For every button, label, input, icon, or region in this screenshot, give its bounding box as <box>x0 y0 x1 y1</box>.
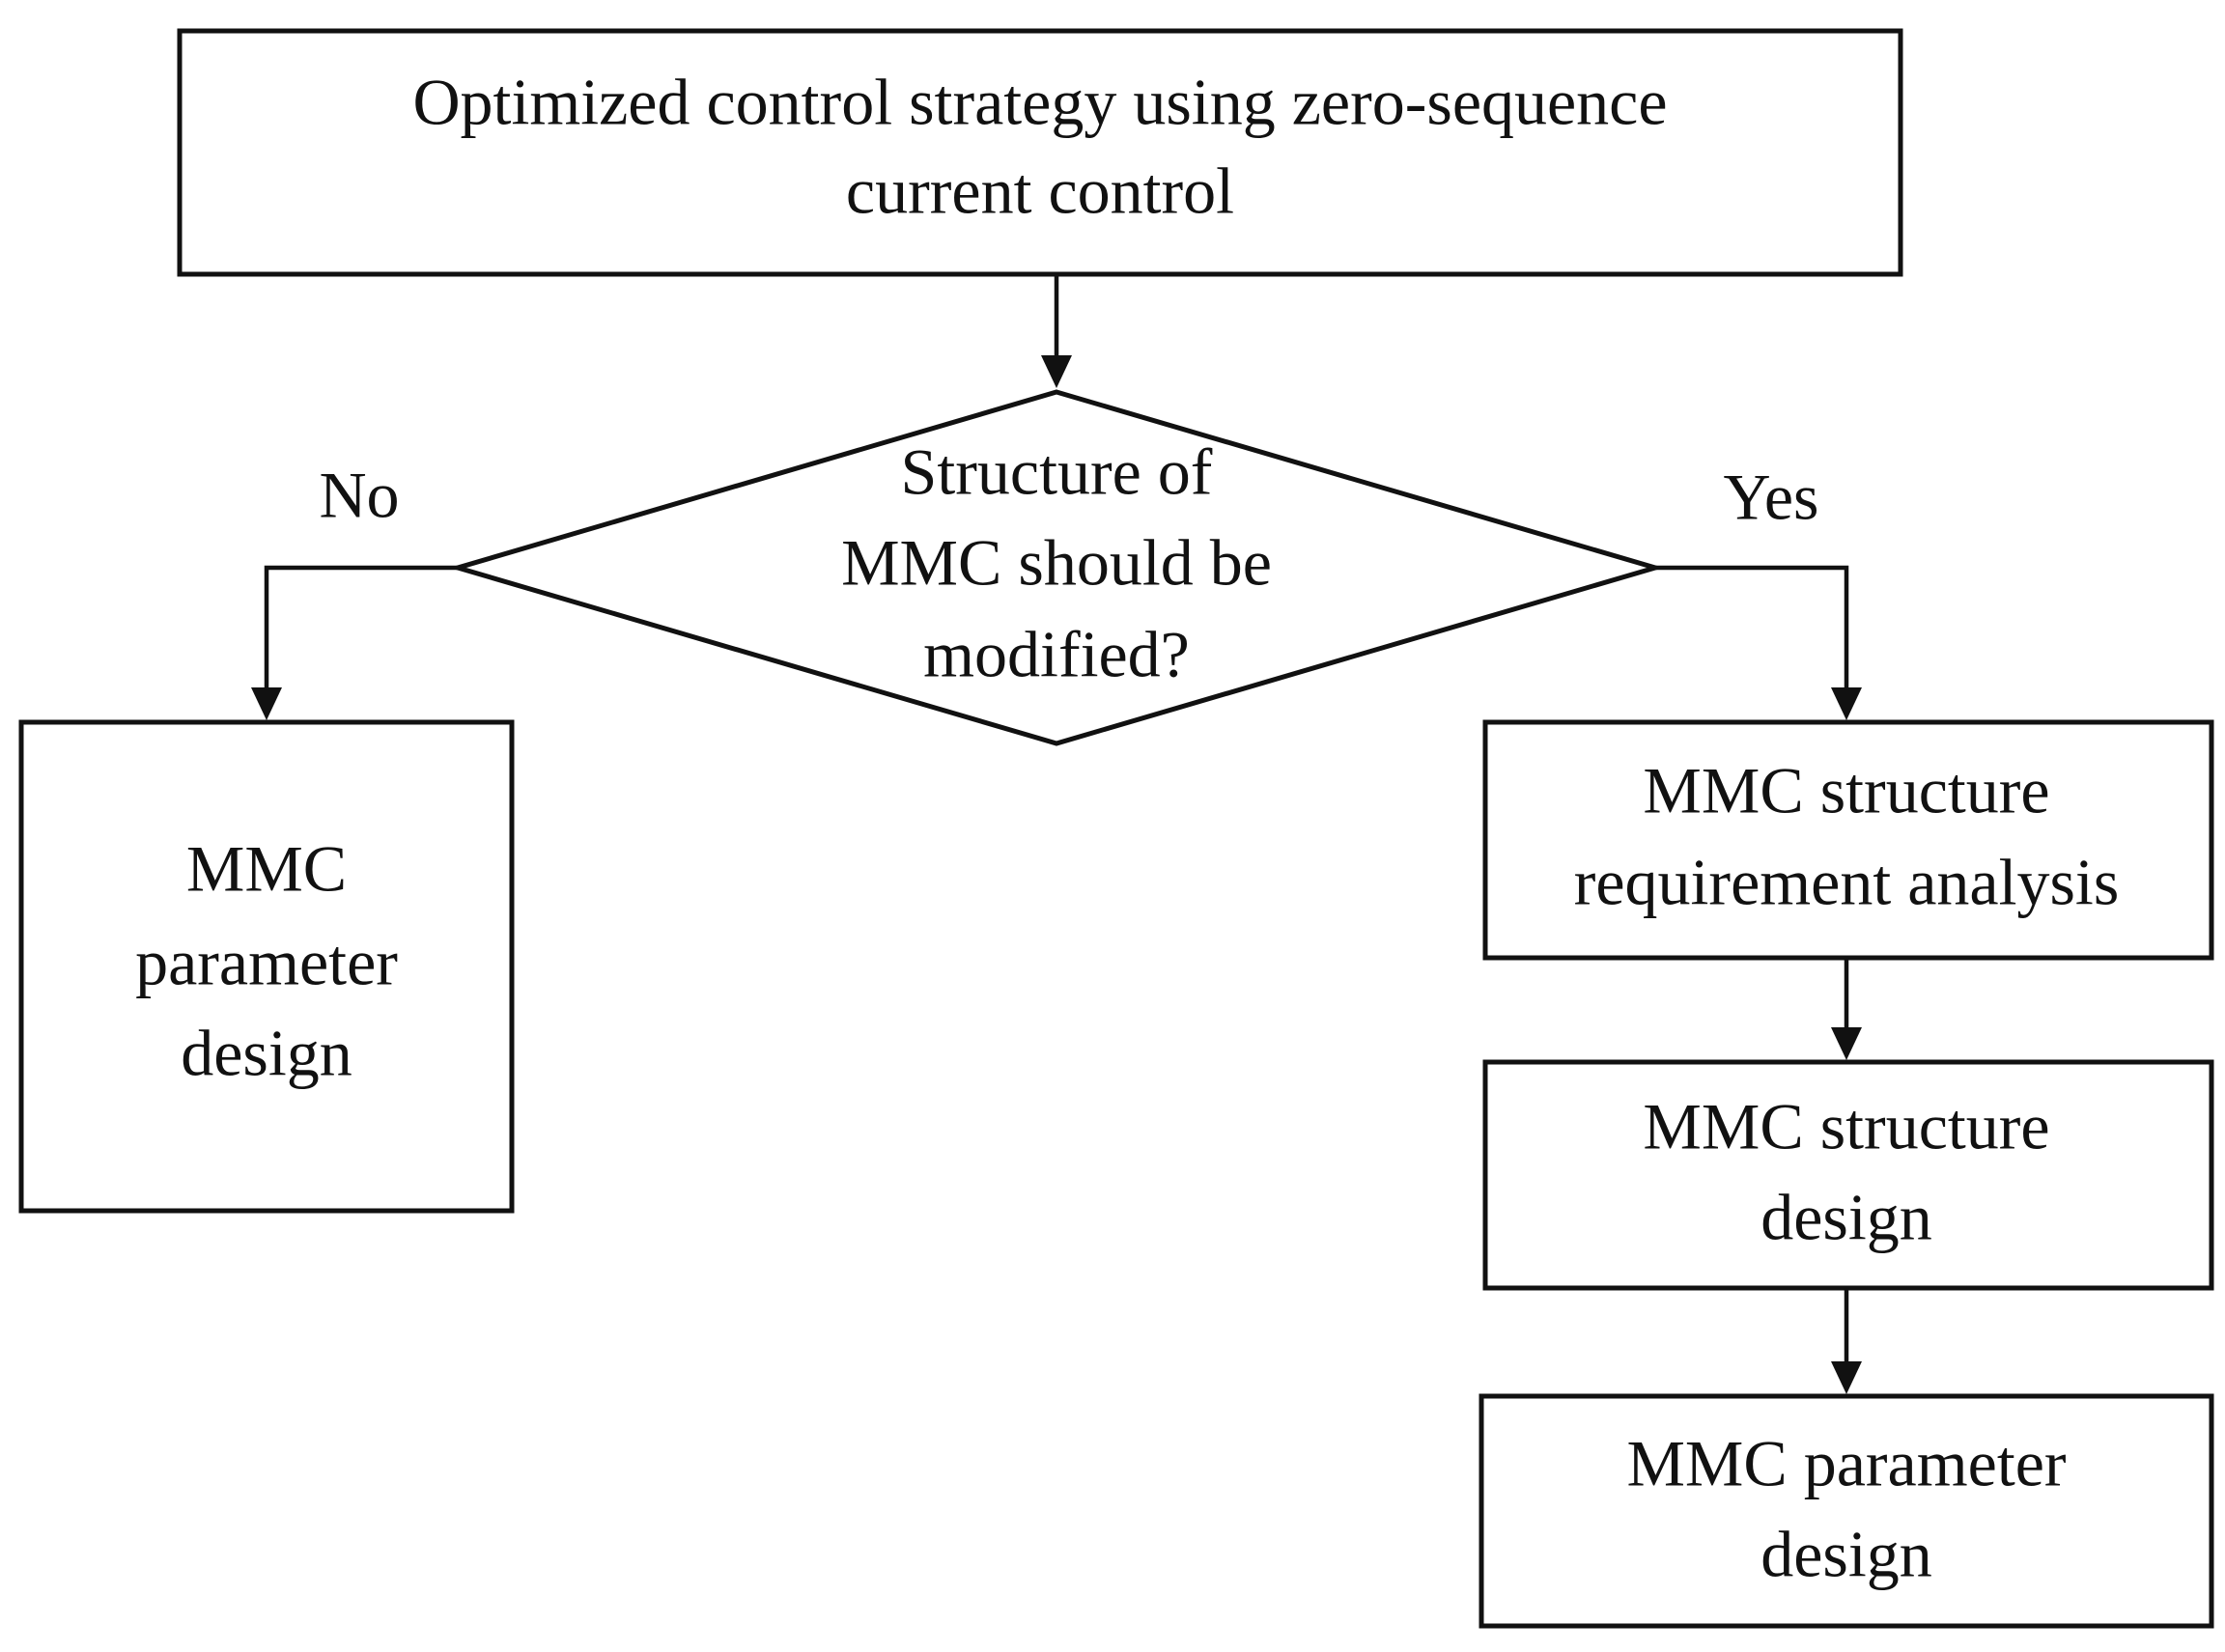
left-parameter-design-box <box>18 719 515 1214</box>
decision-text-line-1: Structure of <box>901 435 1213 509</box>
arrowhead-start-to-decision <box>1041 355 1072 388</box>
start-box <box>177 28 1903 277</box>
left-design-text-line-2: parameter <box>135 926 398 999</box>
arrowhead-analysis-to-structure <box>1831 1027 1862 1060</box>
decision-text-line-3: modified? <box>923 618 1190 691</box>
start-text-line-1: Optimized control strategy using zero-se… <box>412 66 1667 139</box>
no-label: No <box>319 459 399 532</box>
arrowhead-structure-to-parameter <box>1831 1361 1862 1394</box>
param-design-text-line-2: design <box>1760 1518 1932 1591</box>
decision-text-line-2: MMC should be <box>841 526 1272 600</box>
requirement-analysis-box <box>1482 719 2214 961</box>
req-analysis-text-line-2: requirement analysis <box>1574 846 2120 919</box>
arrowhead-yes-branch <box>1831 687 1862 720</box>
param-design-text-line-1: MMC parameter <box>1626 1427 2066 1500</box>
arrow-yes-branch <box>1655 565 1849 714</box>
left-design-text-line-1: MMC <box>186 832 347 906</box>
start-text-line-2: current control <box>846 154 1234 228</box>
yes-label: Yes <box>1724 461 1819 534</box>
req-analysis-text-line-1: MMC structure <box>1643 754 2049 827</box>
arrowhead-no-branch <box>251 687 282 720</box>
arrow-no-branch <box>264 565 458 714</box>
struct-design-text-line-1: MMC structure <box>1643 1090 2049 1163</box>
left-design-text-line-3: design <box>181 1017 352 1090</box>
decision-diamond <box>449 389 1664 746</box>
parameter-design-box <box>1479 1393 2214 1629</box>
struct-design-text-line-2: design <box>1760 1181 1932 1254</box>
